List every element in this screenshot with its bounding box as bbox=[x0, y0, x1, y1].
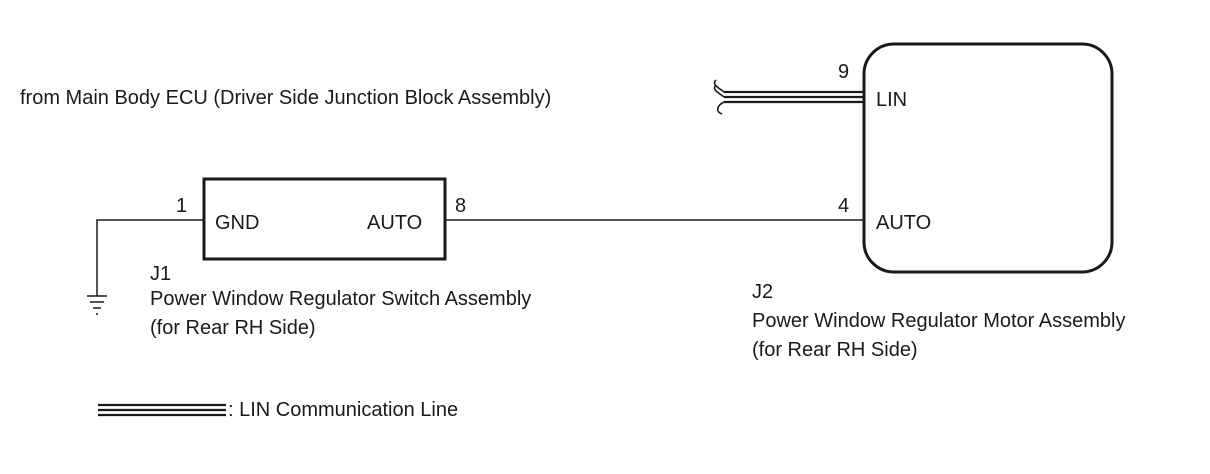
j2-pin-4-number: 4 bbox=[838, 195, 850, 217]
j2-component-side: (for Rear RH Side) bbox=[752, 339, 918, 361]
j1-auto-label: AUTO bbox=[367, 212, 423, 234]
j2-component-box bbox=[862, 42, 1114, 274]
j1-component-box bbox=[202, 177, 447, 261]
j1-pin-1-number: 1 bbox=[176, 195, 188, 217]
j1-gnd-label: GND bbox=[215, 212, 260, 234]
j2-auto-label: AUTO bbox=[876, 212, 932, 234]
j1-component-name: Power Window Regulator Switch Assembly bbox=[150, 288, 532, 310]
legend-lin-line-icon bbox=[98, 403, 226, 417]
j2-component-name: Power Window Regulator Motor Assembly bbox=[752, 310, 1126, 332]
ground-wire bbox=[96, 219, 204, 296]
legend-label: : LIN Communication Line bbox=[228, 399, 459, 421]
j1-component-side: (for Rear RH Side) bbox=[150, 317, 316, 339]
j2-connector-id: J2 bbox=[752, 281, 774, 303]
j1-connector-id: J1 bbox=[150, 263, 172, 285]
lin-communication-wire bbox=[724, 90, 864, 104]
source-ecu-label: from Main Body ECU (Driver Side Junction… bbox=[20, 87, 552, 109]
lin-wire-break-icon bbox=[713, 79, 725, 115]
ground-icon bbox=[87, 295, 107, 315]
j2-lin-label: LIN bbox=[876, 89, 908, 111]
j2-pin-9-number: 9 bbox=[838, 61, 850, 83]
j1-pin-8-number: 8 bbox=[455, 195, 467, 217]
